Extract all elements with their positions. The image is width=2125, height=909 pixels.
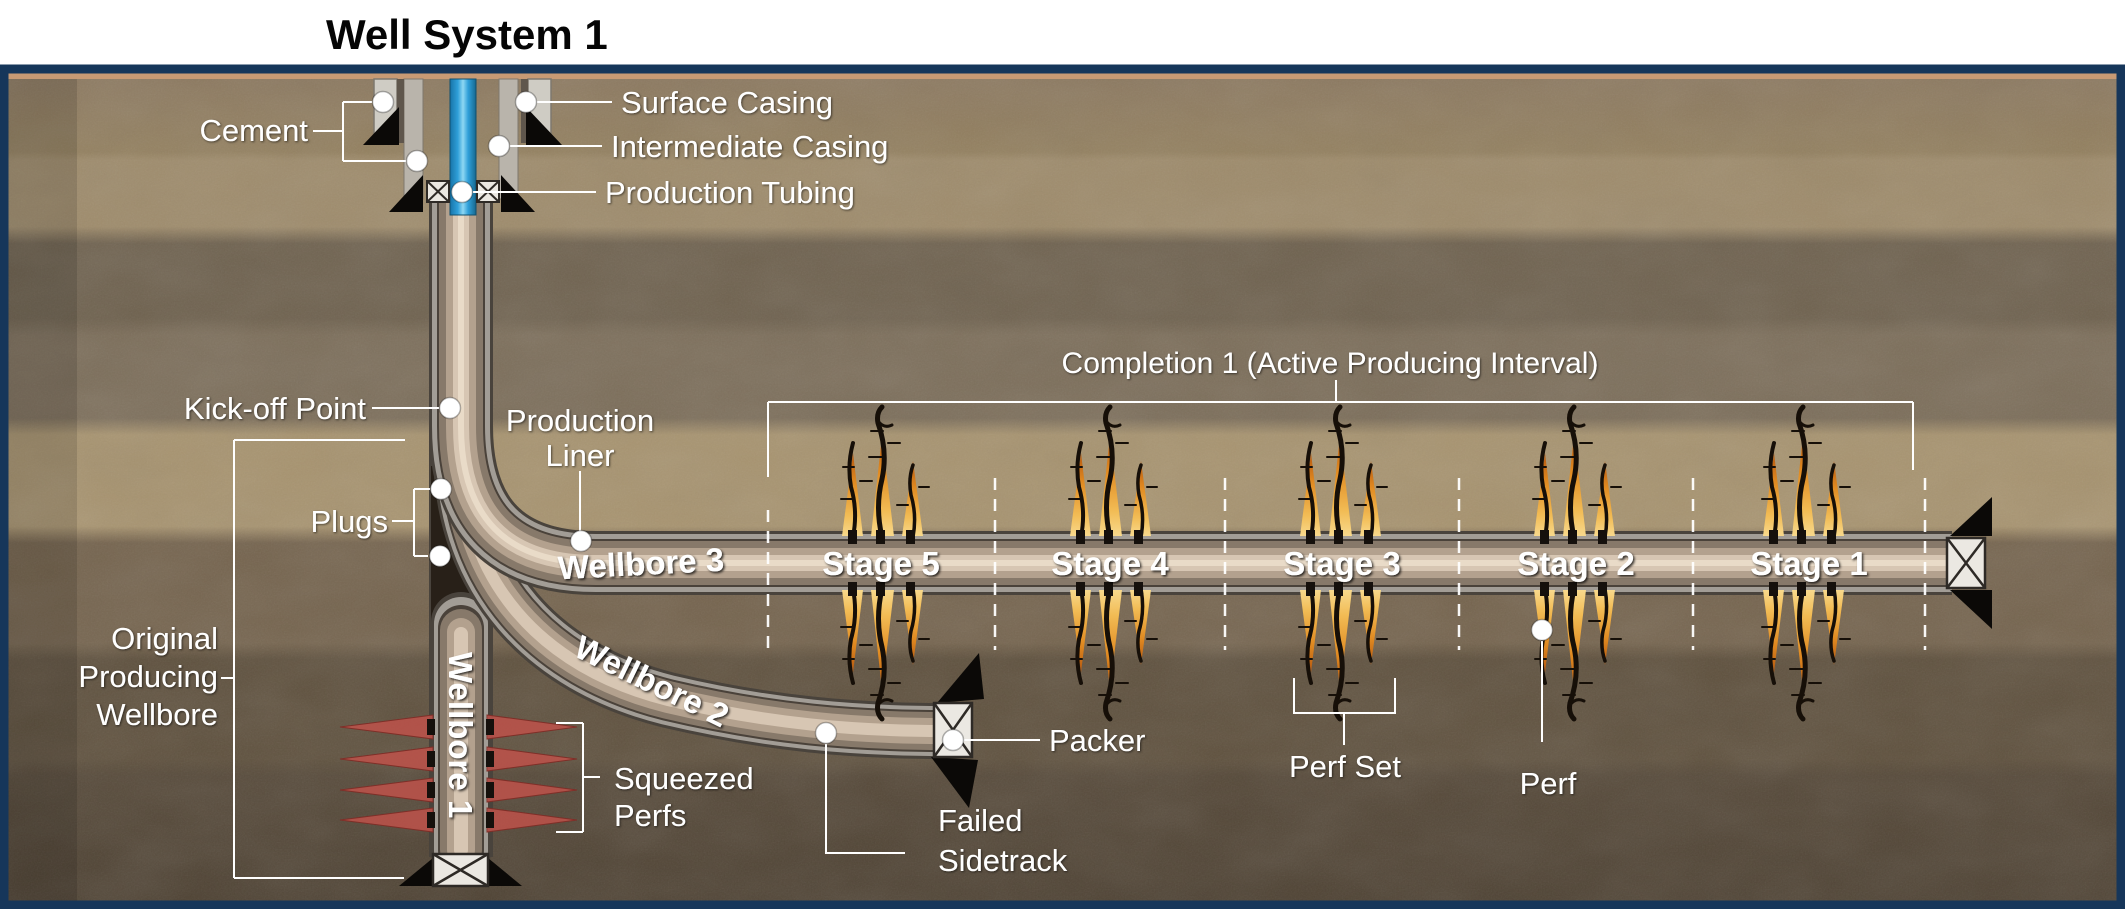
kick-off-point-label: Kick-off Point — [184, 391, 366, 426]
stage-dividers — [766, 478, 1927, 650]
stage-2-label: Stage 2 — [1517, 545, 1634, 582]
diagram-title: Well System 1 — [326, 11, 608, 58]
anchor-dot — [405, 149, 429, 173]
original-producing-wellbore-line1: Original — [111, 621, 218, 656]
anchor-dot — [514, 90, 538, 114]
anchor-dot — [1530, 618, 1554, 642]
toe-plug-symbol — [1945, 497, 1992, 629]
production-liner-label-line2: Liner — [546, 438, 615, 473]
bridge-plug-symbol — [399, 852, 522, 888]
packer-label: Packer — [1049, 723, 1145, 758]
casing-shoe-icon — [389, 175, 423, 212]
anchor-dot — [429, 477, 453, 501]
anchor-dot — [814, 721, 838, 745]
stage-3-label: Stage 3 — [1283, 545, 1400, 582]
failed-sidetrack-label-line1: Failed — [938, 803, 1022, 838]
ground-background — [7, 72, 2118, 903]
surface-casing-label: Surface Casing — [621, 85, 833, 120]
cement-leader — [313, 101, 406, 162]
casing-shoe-icon — [363, 107, 399, 145]
anchor-dot — [371, 90, 395, 114]
stage-1-label: Stage 1 — [1750, 545, 1867, 582]
perf-set-bracket — [1293, 678, 1396, 745]
squeezed-perfs-label-line2: Perfs — [614, 798, 686, 833]
original-producing-wellbore-line3: Wellbore — [96, 697, 218, 732]
plugs-leader — [392, 488, 430, 557]
perf-label: Perf — [1520, 766, 1577, 801]
leader-lines — [221, 90, 1554, 879]
cement-label: Cement — [199, 113, 308, 148]
stage-5-label: Stage 5 — [822, 545, 939, 582]
failed-sidetrack-label-line2: Sidetrack — [938, 843, 1068, 878]
perf-set-label: Perf Set — [1289, 749, 1401, 784]
surface-line — [7, 72, 2118, 79]
original-producing-wellbore-line2: Producing — [78, 659, 218, 694]
packer-symbol — [931, 653, 984, 808]
casing-shoe-icon — [501, 175, 535, 212]
intermediate-casing-label: Intermediate Casing — [611, 129, 888, 164]
casing-shoe-icon — [526, 107, 562, 145]
production-tubing-label: Production Tubing — [605, 175, 855, 210]
anchor-dot — [450, 180, 474, 204]
stage-4-label: Stage 4 — [1051, 545, 1169, 582]
wellbore-1-label: Wellbore 1 — [442, 652, 479, 818]
diagram-frame — [0, 64, 2125, 909]
surface-casing-left — [397, 79, 404, 143]
failed-sidetrack-leader — [825, 744, 905, 854]
wellbore-3-pipe — [429, 330, 1952, 595]
anchor-dot — [428, 544, 452, 568]
original-wellbore-bracket — [221, 439, 405, 879]
completion-label: Completion 1 (Active Producing Interval) — [1062, 347, 1599, 380]
squeezed-perfs-label-line1: Squeezed — [614, 761, 754, 796]
anchor-dot — [941, 728, 965, 752]
squeezed-perfs-bracket — [556, 722, 600, 833]
anchor-dot — [438, 396, 462, 420]
completion-bracket — [767, 380, 1914, 477]
anchor-dot — [487, 134, 511, 158]
production-liner-label-line1: Production — [506, 403, 654, 438]
plugs-label: Plugs — [310, 504, 388, 539]
anchor-dot — [569, 529, 593, 553]
